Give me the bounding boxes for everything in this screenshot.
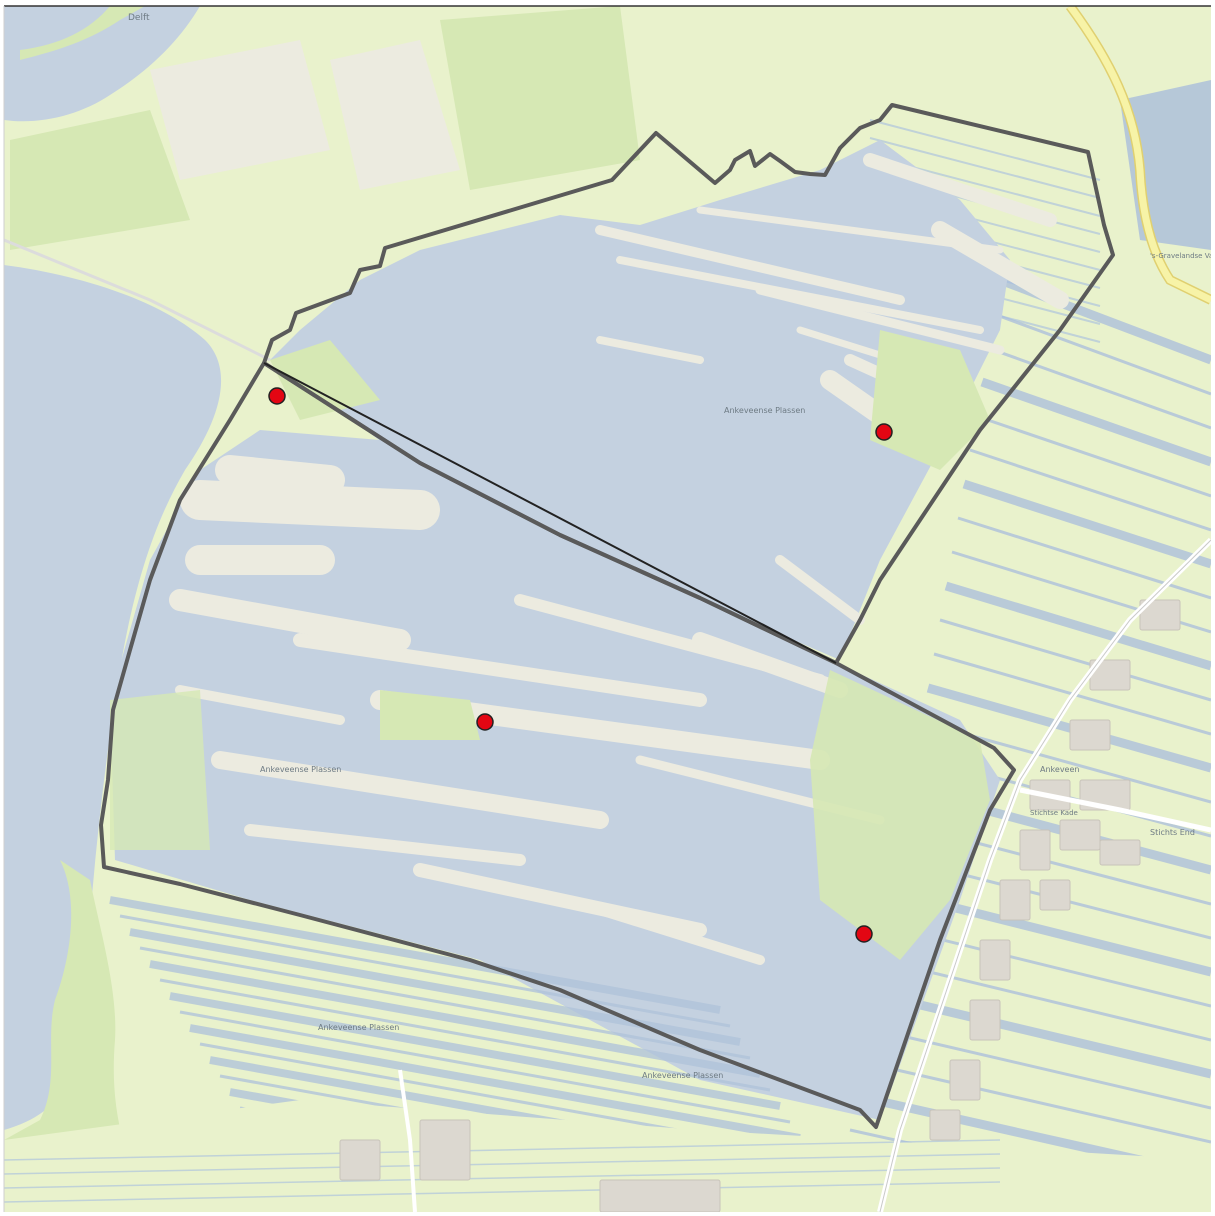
building-block: [929, 1109, 961, 1141]
reed-strip: [616, 256, 984, 334]
ditch: [980, 377, 1211, 467]
ditch: [962, 479, 1211, 569]
road-village-edge: [879, 539, 1211, 1212]
road-dike: [4, 238, 271, 362]
building-block: [419, 1119, 471, 1181]
building-block: [1039, 879, 1071, 911]
road-stichts-end: [1019, 787, 1211, 833]
ditch: [189, 1024, 801, 1142]
polder-fields-south: [4, 896, 1211, 1212]
road-south: [398, 1069, 417, 1212]
place-label-stichts-end: Stichts End: [1150, 828, 1195, 837]
ditch: [4, 1139, 1001, 1161]
reed-strip: [692, 632, 848, 698]
field-pale-1: [150, 40, 330, 180]
building-block: [1019, 829, 1051, 871]
site-markers: [268, 387, 893, 943]
place-label-plassen-south: Ankeveense Plassen: [642, 1071, 723, 1080]
ditch: [119, 914, 731, 1028]
ditch: [4, 1181, 1001, 1203]
marsh-water-north: [270, 140, 1010, 660]
ditch: [867, 1026, 1211, 1110]
reed-meadow: [270, 340, 380, 420]
building-block: [1099, 839, 1141, 866]
place-label-ankeveen: Ankeveen: [1040, 765, 1079, 774]
ditch: [939, 618, 1211, 702]
reed-strip: [244, 824, 526, 866]
ditch: [879, 958, 1211, 1042]
ditch: [944, 581, 1211, 671]
reed-strip: [931, 221, 1069, 309]
village-ankeveen: [339, 599, 1181, 1212]
building-block: [979, 939, 1011, 981]
reed-meadow: [870, 330, 990, 470]
ditch: [975, 414, 1211, 498]
reed-strip: [595, 905, 765, 965]
reed-strip: [413, 863, 707, 937]
reed-strip: [180, 480, 440, 530]
field-green-1: [10, 110, 190, 250]
building-block: [1139, 599, 1181, 631]
ditch: [149, 960, 761, 1078]
ditch: [993, 312, 1211, 396]
reed-meadow: [810, 670, 990, 960]
reed-strip: [863, 153, 1057, 227]
place-label-gravelandse-vaart: 's-Gravelandse Vaart: [1150, 252, 1215, 260]
site-marker[interactable]: [268, 387, 286, 405]
building-block: [339, 1139, 381, 1181]
ditch: [969, 448, 1211, 532]
lake-shore-meadow: [4, 860, 150, 1212]
site-marker[interactable]: [855, 925, 873, 943]
road-main-east-center: [1067, 6, 1211, 304]
place-label-delft: Delft: [128, 13, 150, 23]
building-block: [949, 1059, 981, 1101]
river-water: [4, 6, 200, 122]
study-area-boundary-north: [262, 103, 1115, 665]
ditch: [872, 989, 1211, 1079]
reed-meadow: [110, 690, 210, 850]
ditch: [169, 992, 781, 1110]
site-marker[interactable]: [476, 713, 494, 731]
ditch: [987, 346, 1211, 430]
riverbank-meadow: [20, 6, 145, 60]
ditch: [869, 137, 1101, 199]
ditch: [869, 119, 1101, 181]
reed-strip: [775, 555, 865, 625]
reed-strip: [755, 285, 1005, 355]
building-block: [1059, 819, 1101, 851]
ditch: [4, 1167, 1001, 1189]
building-block: [599, 1179, 721, 1212]
reed-strip: [596, 336, 704, 364]
field-pale-2: [330, 40, 460, 190]
ditch: [4, 1153, 1001, 1175]
reed-strip: [169, 589, 411, 651]
ditch: [139, 946, 751, 1060]
ditch: [159, 978, 771, 1092]
building-block: [1069, 719, 1111, 751]
ditch: [179, 1010, 791, 1124]
reed-strip: [211, 751, 609, 829]
boundary-dividing-line: [263, 362, 837, 664]
place-label-plassen-west: Ankeveense Plassen: [260, 765, 341, 774]
reed-strip: [293, 633, 707, 707]
reed-meadow: [380, 690, 480, 740]
place-label-stichtse-kade: Stichtse Kade: [1030, 809, 1078, 817]
marsh-water-south: [110, 430, 1000, 1120]
reed-strip: [175, 685, 345, 725]
place-label-plassen-sw: Ankeveense Plassen: [318, 1023, 399, 1032]
reed-strip: [595, 225, 905, 305]
building-block: [999, 879, 1031, 921]
reed-strip: [215, 455, 345, 495]
reed-patches-south: [110, 455, 990, 965]
place-label-plassen-north: Ankeveense Plassen: [724, 406, 805, 415]
field-green-2: [440, 6, 640, 190]
reed-patches-north: [270, 153, 1069, 625]
building-block: [969, 999, 1001, 1041]
ditch: [109, 896, 721, 1014]
site-marker[interactable]: [875, 423, 893, 441]
